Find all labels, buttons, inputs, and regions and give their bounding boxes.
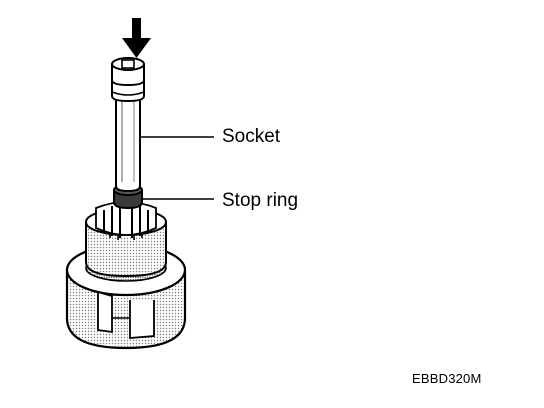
socket-label: Socket <box>222 126 281 147</box>
stop-ring-label: Stop ring <box>222 190 299 211</box>
socket <box>111 57 145 193</box>
pinion-gear <box>85 201 167 278</box>
figure-code: EBBD320M <box>412 371 482 386</box>
down-arrow-icon <box>122 18 151 58</box>
